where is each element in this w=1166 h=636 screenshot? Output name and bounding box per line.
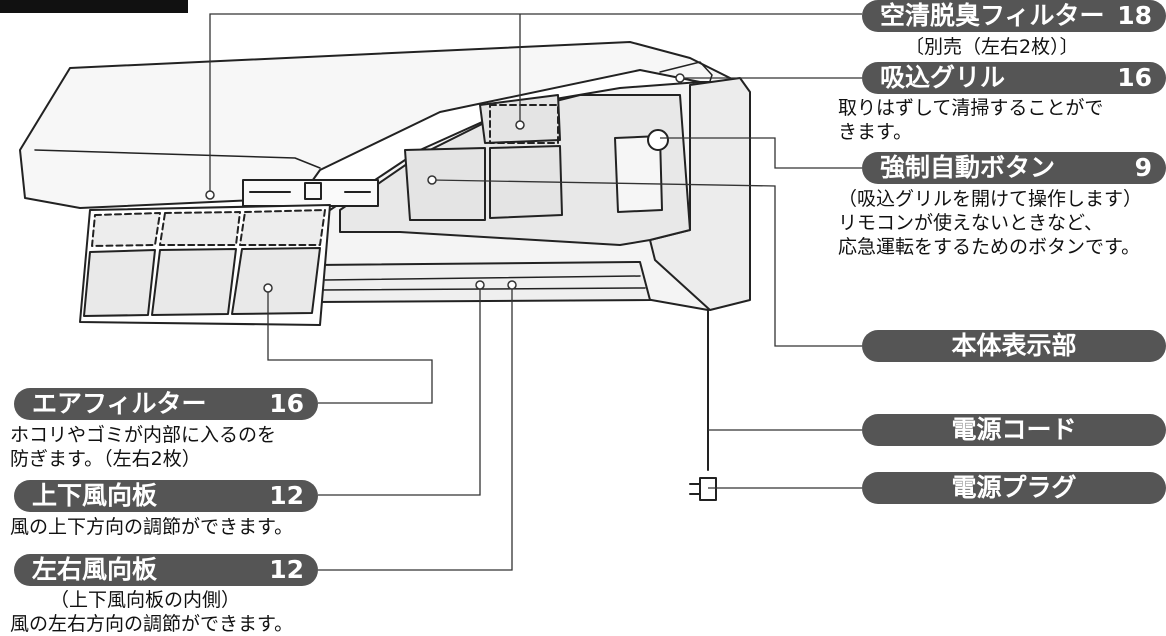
front-panel <box>19 41 739 209</box>
power-plug-label: 電源プラグ <box>862 472 1166 504</box>
filter-cell <box>231 247 321 315</box>
air-filter-label: エアフィルター 16 <box>14 388 318 420</box>
front-panel-edge <box>34 149 321 169</box>
horizontal-louver-desc: （上下風向板の内側） 風の左右方向の調節ができます。 <box>10 589 294 635</box>
air-purify-filter-label: 空清脱臭フィルター 18 <box>862 0 1166 32</box>
leader-forced-auto <box>660 137 862 169</box>
intake-grille-label: 吸込グリル 16 <box>862 62 1166 94</box>
air-filter-desc: ホコリやゴミが内部に入るのを 防ぎます。（左右2枚） <box>10 424 277 470</box>
filter-cell <box>151 248 237 316</box>
air-purify-filter-desc: 〔別売（左右2枚）〕 <box>905 36 1079 58</box>
forced-auto-button-desc: （吸込グリルを開けて操作します） リモコンが使えないときなど、 応急運転をするた… <box>838 188 1143 258</box>
leader-air-filter <box>267 288 433 404</box>
leader-vertical-louver <box>318 285 481 496</box>
body-filter-cell <box>404 147 486 221</box>
purify-filter-dash <box>489 104 559 144</box>
leader-display <box>431 179 862 347</box>
power-cord-label: 電源コード <box>862 414 1166 446</box>
filter-cell <box>83 249 156 317</box>
forced-auto-button-label: 強制自動ボタン 9 <box>862 152 1166 184</box>
horizontal-louver-label: 左右風向板 12 <box>14 554 318 586</box>
forced-auto-button <box>647 129 669 151</box>
intake-grille-desc: 取りはずして清掃することがで きます。 <box>838 97 1104 143</box>
leader-air-purify-filter <box>209 13 862 195</box>
vertical-louver-label: 上下風向板 12 <box>14 480 318 512</box>
leader-horizontal-louver <box>318 285 513 571</box>
header-bar <box>0 0 188 13</box>
vertical-louver-desc: 風の上下方向の調節ができます。 <box>10 516 294 538</box>
button-housing <box>614 135 663 213</box>
power-plug-body <box>699 477 717 501</box>
display-unit-label: 本体表示部 <box>862 330 1166 362</box>
